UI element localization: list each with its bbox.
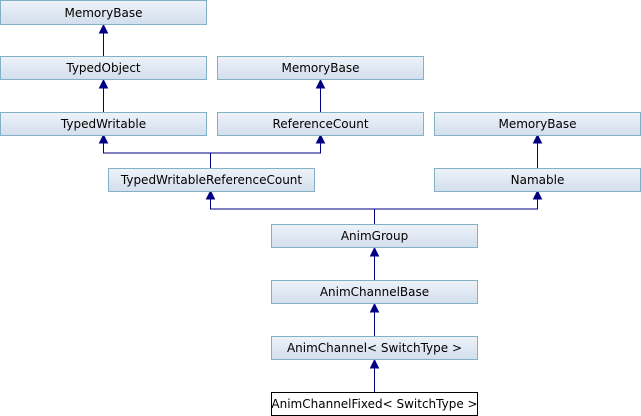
node-memorybase-2-box: [217, 56, 424, 80]
node-typedwritable-label: TypedWritable: [60, 117, 146, 131]
node-memorybase-2[interactable]: MemoryBase: [217, 56, 424, 80]
node-animchannel[interactable]: AnimChannel< SwitchType >: [271, 336, 478, 360]
node-typedwritablereferencecount-box: [108, 168, 315, 192]
node-referencecount[interactable]: ReferenceCount: [217, 112, 424, 136]
node-animgroup-label: AnimGroup: [341, 229, 408, 243]
arrowhead-referencecount: [315, 133, 326, 144]
node-animchannel-label: AnimChannel< SwitchType >: [287, 341, 462, 355]
node-namable[interactable]: Namable: [434, 168, 641, 192]
node-typedwritablereferencecount-label: TypedWritableReferenceCount: [120, 173, 303, 187]
node-memorybase-1-box: [0, 0, 207, 25]
edge-twrc-typedwritable: [103, 143, 211, 168]
node-animchannelfixed: AnimChannelFixed< SwitchType >: [271, 392, 478, 416]
node-typedwritablereferencecount[interactable]: TypedWritableReferenceCount: [108, 168, 315, 192]
node-referencecount-label: ReferenceCount: [272, 117, 368, 131]
node-animchannelbase-box: [271, 280, 478, 304]
arrowhead-animgroup: [369, 246, 380, 257]
node-typedobject-box: [0, 56, 207, 80]
node-typedobject-label: TypedObject: [65, 61, 141, 75]
arrowhead-namable: [532, 189, 543, 200]
arrowhead-twrc: [205, 189, 216, 200]
arrowhead-typedwritable: [98, 133, 109, 144]
node-typedobject[interactable]: TypedObject: [0, 56, 207, 80]
arrowhead-animchannelbase: [369, 302, 380, 313]
node-animgroup[interactable]: AnimGroup: [271, 224, 478, 248]
arrowhead-memorybase-3: [532, 133, 543, 144]
node-typedwritable-box: [0, 112, 207, 136]
edges: [98, 23, 543, 392]
node-animchannelfixed-label: AnimChannelFixed< SwitchType >: [271, 397, 477, 411]
node-animgroup-box: [271, 224, 478, 248]
arrowhead-typedobject: [98, 78, 109, 89]
node-memorybase-2-label: MemoryBase: [281, 61, 359, 75]
node-animchannelbase-label: AnimChannelBase: [320, 285, 429, 299]
node-namable-label: Namable: [511, 173, 565, 187]
arrowhead-memorybase-2: [315, 78, 326, 89]
node-referencecount-box: [217, 112, 424, 136]
node-animchannel-box: [271, 336, 478, 360]
node-memorybase-1-label: MemoryBase: [64, 6, 142, 20]
node-memorybase-3-label: MemoryBase: [498, 117, 576, 131]
node-memorybase-1[interactable]: MemoryBase: [0, 0, 207, 25]
arrowhead-animchannel: [369, 358, 380, 369]
edge-animgroup-namable: [374, 199, 538, 210]
arrowhead-memorybase-1: [98, 23, 109, 34]
node-animchannelbase[interactable]: AnimChannelBase: [271, 280, 478, 304]
node-typedwritable[interactable]: TypedWritable: [0, 112, 207, 136]
edge-animgroup-twrc: [210, 199, 375, 224]
node-memorybase-3[interactable]: MemoryBase: [434, 112, 641, 136]
edge-twrc-referencecount: [210, 143, 321, 154]
